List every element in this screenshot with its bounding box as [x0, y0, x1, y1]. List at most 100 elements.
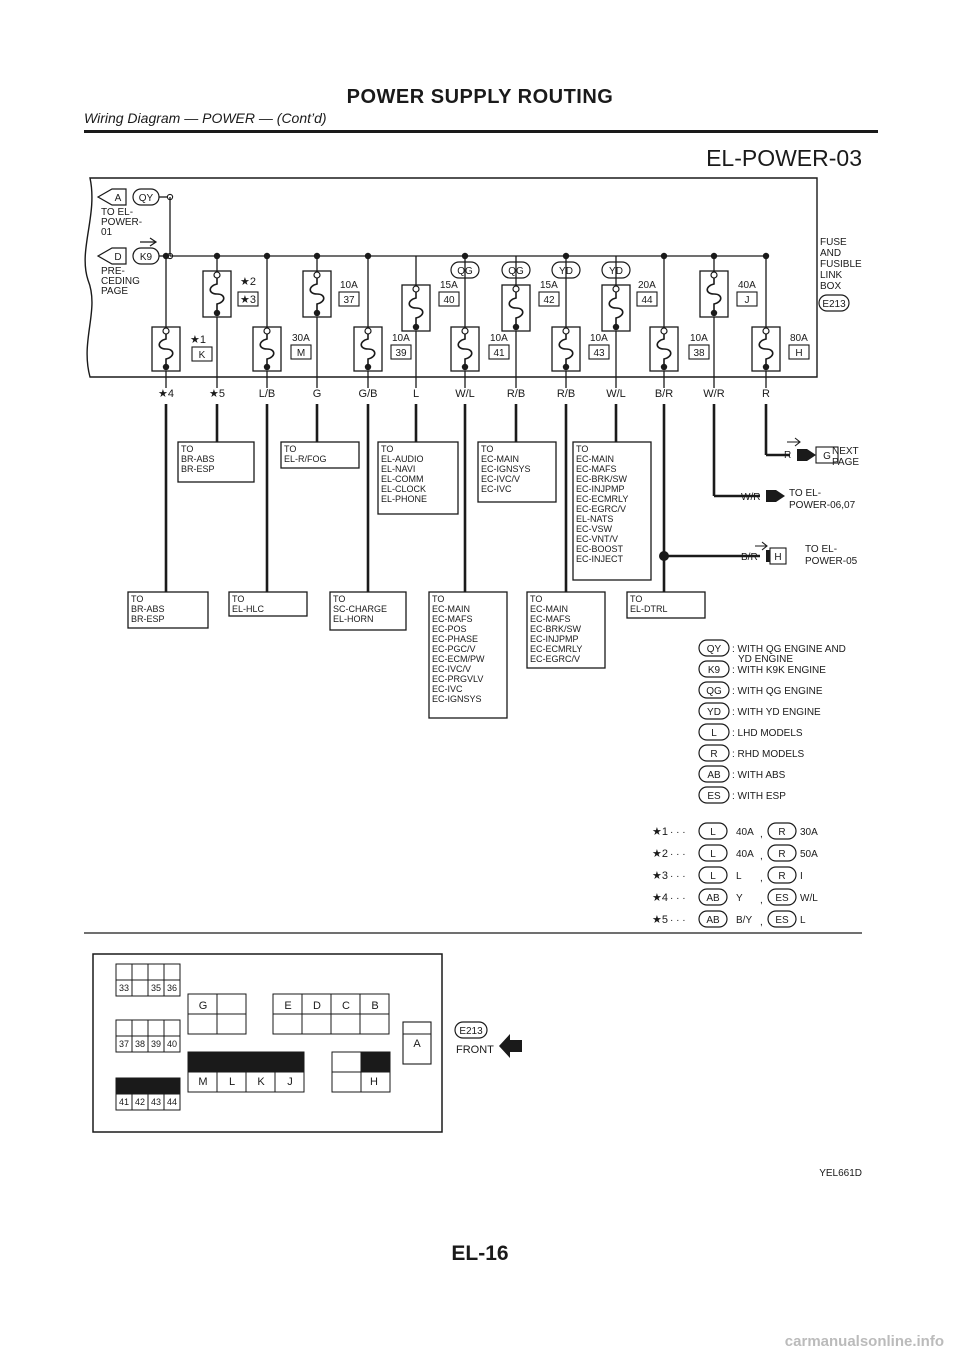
- conn-edcb-cell-1-0: [272, 1013, 303, 1035]
- legend-text-0: : WITH QG ENGINE AND: [732, 644, 846, 655]
- bottom-fuse-5-terminal-dot: [660, 363, 668, 371]
- bottom-fuse-label-5-amp: 10A: [690, 333, 708, 344]
- conn-mlkj-cell-0-0: [187, 1051, 218, 1073]
- conn-block2-cell-0-0: [115, 1019, 133, 1037]
- legend-text-4: : LHD MODELS: [732, 728, 803, 739]
- lower-box-3-line-2: EC-MAFS: [432, 614, 473, 624]
- note-sep-2: ,: [760, 873, 763, 884]
- upper-box-2-line-1: EL-AUDIO: [381, 454, 424, 464]
- bottom-fuse-2-terminal: [364, 327, 372, 335]
- lower-box-2-line-2: EL-HORN: [333, 614, 374, 624]
- conn-block1-cell-0-1: [131, 963, 149, 981]
- left-connector-label-0-1: POWER-: [101, 217, 142, 228]
- conn-h-cell-0-1: [360, 1051, 391, 1073]
- lower-box-0-line-1: BR-ABS: [131, 604, 165, 614]
- upper-box-2-line-5: EL-PHONE: [381, 494, 427, 504]
- note-sep-3: ,: [760, 895, 763, 906]
- bottom-fuse-label1-0: ★1: [190, 334, 206, 346]
- fuse-box-connector-tag-text: E213: [822, 299, 846, 310]
- legend-tag-1: [698, 660, 730, 678]
- note-dots-0: · · ·: [670, 827, 686, 838]
- note-b-tag-4-text: ES: [775, 915, 789, 926]
- top-fuse-5-terminal: [710, 271, 718, 279]
- out-br-label-1: POWER-05: [805, 556, 858, 567]
- page-subtitle: Wiring Diagram — POWER — (Cont’d): [84, 110, 327, 126]
- out-r-label-1: PAGE: [832, 457, 859, 468]
- upper-box-1-line-1: EL-R/FOG: [284, 454, 327, 464]
- out-r-arrow-block: [797, 449, 807, 461]
- wire-color-2: L/B: [259, 388, 276, 400]
- upper-box-4-line-1: EC-MAIN: [576, 454, 614, 464]
- note-b-val-3: W/L: [800, 893, 818, 904]
- legend-tag-7: [698, 786, 730, 804]
- wire-color-12: R: [762, 388, 770, 400]
- out-wr-label-0: TO EL-: [789, 488, 821, 499]
- bottom-fuse-label-5-no-box: [688, 344, 710, 360]
- note-b-val-0: 30A: [800, 827, 818, 838]
- note-b-val-4: L: [800, 915, 806, 926]
- wire-color-8: R/B: [557, 388, 575, 400]
- wire-color-0: ★4: [158, 388, 174, 400]
- page-title: POWER SUPPLY ROUTING: [346, 86, 614, 108]
- top-fuse-2-link: [408, 289, 424, 327]
- fuse-box-label-1: AND: [820, 248, 841, 259]
- conn-front-arrow: [499, 1034, 522, 1058]
- note-b-tag-2: [767, 866, 797, 884]
- conn-edcb-label-2: C: [342, 1000, 350, 1012]
- upper-box-3-frame: [477, 441, 557, 503]
- lower-box-2-frame: [329, 591, 407, 631]
- conn-mlkj-cell-1-3: [274, 1071, 305, 1093]
- upper-box-2-frame: [377, 441, 459, 515]
- note-b-tag-0: [767, 822, 797, 840]
- bottom-fuse-label-3-amp: 10A: [490, 333, 508, 344]
- top-fuse-5-link: [706, 275, 722, 313]
- note-dots-1: · · ·: [670, 849, 686, 860]
- wire-color-5: L: [413, 388, 419, 400]
- conn-block2-cell-0-2: [147, 1019, 165, 1037]
- out-r-color: R: [784, 450, 791, 461]
- lower-box-4-line-4: EC-INJPMP: [530, 634, 579, 644]
- top-fuse-label2-0: ★3: [240, 294, 256, 306]
- bottom-fuse-label-1-no-box: [290, 344, 312, 360]
- top-fuse-label2-box-0: [237, 291, 259, 307]
- out-wr-color: W/R: [741, 492, 760, 503]
- bottom-fuse-label-1-no: M: [297, 348, 305, 359]
- out-r-label-0: NEXT: [832, 446, 859, 457]
- conn-block2-cell-0-1: [131, 1019, 149, 1037]
- top-fuse-0-terminal-dot: [213, 309, 221, 317]
- conn-block2-label-0: 37: [119, 1039, 129, 1049]
- out-r-tag-box: [815, 446, 839, 464]
- top-fuse-4-terminal-dot: [612, 323, 620, 331]
- legend-text-6: : WITH ABS: [732, 770, 786, 781]
- conn-tag: [454, 1021, 488, 1039]
- upper-box-1-frame: [280, 441, 360, 469]
- note-b-tag-1: [767, 844, 797, 862]
- legend-text-3: : WITH YD ENGINE: [732, 707, 821, 718]
- bottom-fuse-3-terminal: [461, 327, 469, 335]
- conn-g-label: G: [199, 1000, 208, 1012]
- legend-tag-3: [698, 702, 730, 720]
- conn-block2-cell-0-3: [163, 1019, 181, 1037]
- conn-block3-cell-0-0: [115, 1077, 133, 1095]
- lower-box-3-line-4: EC-PHASE: [432, 634, 478, 644]
- conn-edcb-label-3: B: [371, 1000, 378, 1012]
- legend-text2-0: YD ENGINE: [738, 654, 793, 665]
- note-b-tag-2-text: R: [778, 871, 785, 882]
- top-fuse-label-5-no-box: [736, 291, 758, 307]
- legend-tag-6-text: AB: [707, 770, 721, 781]
- bottom-fuse-label-6-amp: 80A: [790, 333, 808, 344]
- conn-edcb-label-1: D: [313, 1000, 321, 1012]
- bottom-fuse-label2-0: K: [199, 350, 206, 361]
- upper-box-4-line-9: EC-VNT/V: [576, 534, 618, 544]
- wire-color-4: G/B: [359, 388, 378, 400]
- bottom-fuse-4-terminal: [562, 327, 570, 335]
- note-a-tag-4-text: AB: [706, 915, 720, 926]
- wire-color-6: W/L: [455, 388, 475, 400]
- legend-tag-4-text: L: [711, 728, 717, 739]
- note-sep-4: ,: [760, 917, 763, 928]
- note-star-3: ★4: [652, 892, 668, 904]
- note-b-val-2: I: [800, 871, 803, 882]
- lower-box-3-line-5: EC-PGC/V: [432, 644, 476, 654]
- note-a-tag-1: [698, 844, 728, 862]
